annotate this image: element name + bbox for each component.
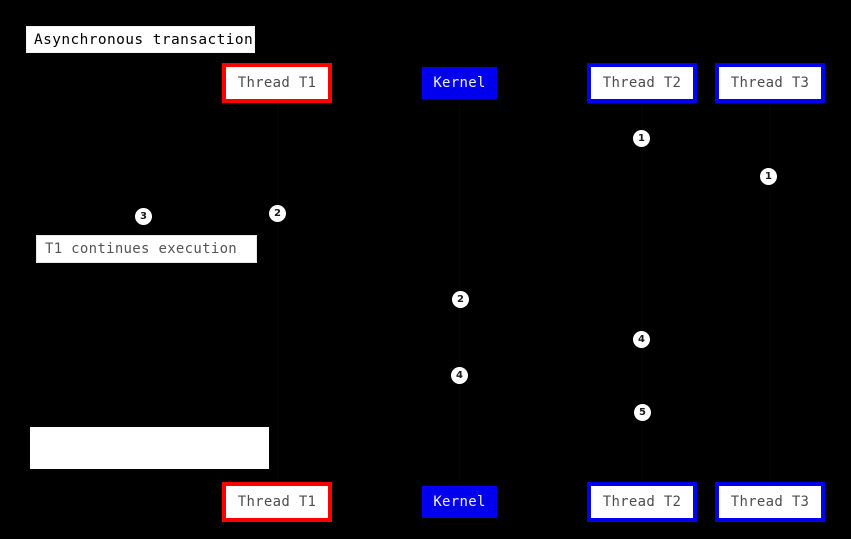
participant-thread-t1-label: Thread T1 bbox=[237, 75, 317, 91]
participant-thread-t1-bottom[interactable]: Thread T1 bbox=[222, 482, 332, 522]
participant-thread-t2-top[interactable]: Thread T2 bbox=[587, 63, 697, 103]
t1-continues-note: T1 continues execution bbox=[36, 235, 257, 263]
participant-kernel-bottom[interactable]: Kernel bbox=[422, 486, 497, 518]
badge-t2-1-label: 1 bbox=[638, 132, 645, 144]
badge-t2-4: 4 bbox=[633, 331, 650, 348]
participant-thread-t3-label: Thread T3 bbox=[730, 494, 810, 510]
participant-thread-t1-top[interactable]: Thread T1 bbox=[222, 63, 332, 103]
participant-thread-t2-bottom[interactable]: Thread T2 bbox=[587, 482, 697, 522]
badge-kernel-2-label: 2 bbox=[457, 293, 464, 305]
lifeline-thread-t2 bbox=[642, 103, 643, 482]
blank-note bbox=[30, 427, 269, 469]
participant-thread-t3-bottom[interactable]: Thread T3 bbox=[715, 482, 825, 522]
badge-t3-1-label: 1 bbox=[765, 170, 772, 182]
badge-kernel-4-label: 4 bbox=[456, 369, 463, 381]
lifeline-thread-t1 bbox=[277, 103, 278, 482]
badge-t2-5-label: 5 bbox=[639, 406, 646, 418]
participant-thread-t2-label: Thread T2 bbox=[602, 494, 682, 510]
participant-thread-t1-label: Thread T1 bbox=[237, 494, 317, 510]
participant-thread-t3-label: Thread T3 bbox=[730, 75, 810, 91]
participant-thread-t3-top[interactable]: Thread T3 bbox=[715, 63, 825, 103]
badge-t1-3-label: 3 bbox=[140, 210, 147, 222]
diagram-title-note: Asynchronous transaction bbox=[26, 26, 255, 53]
lifeline-thread-t3 bbox=[770, 103, 771, 482]
participant-kernel-label: Kernel bbox=[433, 494, 486, 510]
badge-t1-2-label: 2 bbox=[274, 207, 281, 219]
participant-thread-t2-label: Thread T2 bbox=[602, 75, 682, 91]
t1-continues-note-text: T1 continues execution bbox=[45, 241, 238, 257]
badge-t1-2: 2 bbox=[269, 205, 286, 222]
badge-kernel-4: 4 bbox=[451, 367, 468, 384]
badge-t1-3: 3 bbox=[135, 208, 152, 225]
badge-t2-1: 1 bbox=[633, 130, 650, 147]
diagram-title-text: Asynchronous transaction bbox=[34, 31, 254, 48]
badge-t2-4-label: 4 bbox=[638, 333, 645, 345]
badge-t2-5: 5 bbox=[634, 404, 651, 421]
badge-t3-1: 1 bbox=[760, 168, 777, 185]
participant-kernel-top[interactable]: Kernel bbox=[422, 67, 497, 99]
badge-kernel-2: 2 bbox=[452, 291, 469, 308]
participant-kernel-label: Kernel bbox=[433, 75, 486, 91]
